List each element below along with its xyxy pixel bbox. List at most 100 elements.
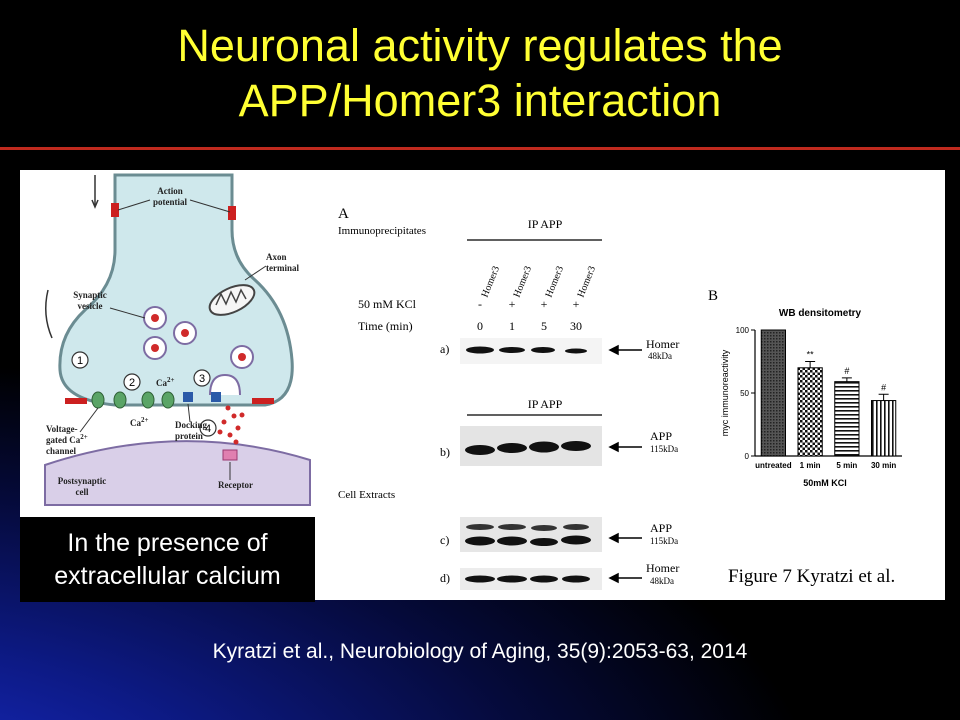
time-value: 30	[570, 319, 582, 333]
label-postsynaptic: Postsynaptic	[58, 476, 107, 486]
action-potential-mark	[111, 203, 119, 217]
lane-label: Homer3	[576, 265, 598, 300]
postsynaptic-cell	[44, 440, 311, 506]
chart-title: WB densitometry	[779, 308, 862, 319]
membrane-depolarization	[252, 398, 274, 404]
chart-category-label: untreated	[755, 461, 792, 470]
step-2: 2	[129, 377, 135, 389]
blot-name-c: APP	[650, 521, 672, 535]
neurotransmitter-dots	[151, 344, 159, 352]
chart-bar	[834, 381, 860, 457]
step-markers: 1 2 3 4	[71, 351, 217, 437]
label-postsynaptic-2: cell	[76, 487, 89, 497]
blot-kda-d: 48kDa	[650, 576, 674, 586]
ip-app-label-top: IP APP	[528, 217, 563, 231]
cell-extracts-label: Cell Extracts	[338, 489, 395, 501]
caption-line-1: In the presence of	[67, 529, 268, 557]
lane-label: Homer3	[512, 265, 534, 300]
chart-ylabel: myc immunoreactivity	[720, 349, 730, 436]
neurotransmitter-dots	[151, 314, 159, 322]
label-axon-terminal-2: terminal	[266, 263, 299, 273]
lane-labels: Homer3 Homer3 Homer3 Homer3	[480, 265, 598, 300]
chart-xlabel: 50mM KCl	[803, 478, 847, 488]
row-label-b: b)	[440, 445, 450, 459]
figure-caption: Figure 7 Kyratzi et al.	[728, 566, 895, 587]
blot-name-a: Homer	[646, 337, 679, 351]
arrow-icon	[45, 289, 53, 339]
blot-arrows	[608, 344, 642, 584]
vesicles	[143, 306, 254, 396]
label-vg-channel: Voltage-	[46, 424, 78, 434]
time-label: Time (min)	[358, 319, 413, 333]
released-neurotransmitter	[217, 405, 245, 445]
step-3: 3	[199, 373, 205, 385]
chart-bar	[870, 400, 897, 457]
densitometry-chart: WB densitometry myc immunoreactivity 50m…	[720, 308, 902, 488]
label-vg-channel-3: channel	[46, 446, 77, 456]
time-value: 0	[477, 319, 483, 333]
chart-annotation: #	[881, 382, 886, 392]
receptor-icon	[222, 449, 238, 461]
row-label-a: a)	[440, 342, 449, 356]
synapse-diagram: 1 2 3 4 Action potential Axon terminal S…	[44, 173, 311, 506]
chart-ytick-label: 0	[745, 452, 750, 461]
calcium-caption: In the presence of extracellular calcium	[20, 517, 315, 602]
chart-bar	[760, 329, 787, 457]
chart-bar	[797, 367, 823, 457]
label-docking-2: protein	[175, 431, 203, 441]
chart-ytick-label: 50	[740, 389, 749, 398]
mitochondrion-cristae	[215, 288, 247, 306]
neurotransmitter-dots	[181, 329, 189, 337]
voltage-gated-channels	[91, 391, 175, 409]
kcl-value: +	[573, 297, 580, 311]
docking-protein-icon	[183, 392, 193, 402]
figure-svg: 1 2 3 4 Action potential Axon terminal S…	[44, 173, 902, 590]
time-value: 1	[509, 319, 515, 333]
blot-kda-c: 115kDa	[650, 536, 678, 546]
title-line-1: Neuronal activity regulates the	[177, 20, 783, 71]
neurotransmitter-dots	[238, 353, 246, 361]
docking-protein-icon	[211, 392, 221, 402]
arrow-icon	[91, 199, 99, 209]
chart-annotation: #	[844, 366, 849, 376]
lane-label: Homer3	[544, 265, 566, 300]
blot-kda-b: 115kDa	[650, 444, 678, 454]
step-4: 4	[205, 423, 211, 435]
membrane-depolarization	[65, 398, 87, 404]
fusing-vesicle-icon	[209, 373, 241, 396]
chart-ytick-label: 100	[736, 326, 750, 335]
ip-app-label-mid: IP APP	[528, 397, 563, 411]
label-docking: Docking	[175, 420, 208, 430]
kcl-value: -	[478, 297, 482, 311]
chart-annotation: **	[807, 350, 815, 360]
label-action-potential-2: potential	[153, 197, 188, 207]
panel-b-label: B	[708, 288, 718, 304]
label-action-potential: Action	[157, 186, 183, 196]
title-line-2: APP/Homer3 interaction	[238, 75, 722, 126]
slide-title: Neuronal activity regulates the APP/Home…	[0, 18, 960, 128]
chart-category-label: 5 min	[836, 461, 857, 470]
kcl-value: +	[541, 297, 548, 311]
kcl-label: 50 mM KCl	[358, 297, 417, 311]
label-synaptic-vesicle-2: vesicle	[78, 301, 103, 311]
chart-category-label: 1 min	[800, 461, 821, 470]
western-blot-figure: A Immunoprecipitates IP APP Homer3 Homer…	[338, 206, 895, 590]
blot-kda-a: 48kDa	[648, 351, 672, 361]
blot-name-d: Homer	[646, 561, 679, 575]
title-divider	[0, 147, 960, 150]
axon-terminal	[58, 173, 294, 407]
lane-label: Homer3	[480, 265, 502, 300]
blot-name-b: APP	[650, 429, 672, 443]
action-potential-mark	[228, 206, 236, 220]
citation: Kyratzi et al., Neurobiology of Aging, 3…	[212, 640, 748, 663]
caption-line-2: extracellular calcium	[54, 562, 281, 590]
label-axon-terminal: Axon	[266, 252, 287, 262]
leader-lines	[79, 199, 267, 480]
blot-c	[460, 517, 602, 552]
label-vg-channel-2: gated Ca2+	[46, 433, 88, 445]
row-label-d: d)	[440, 571, 450, 585]
label-synaptic-vesicle: Synaptic	[73, 290, 107, 300]
panel-a-label: A	[338, 206, 349, 222]
immunoprecipitates-label: Immunoprecipitates	[338, 225, 426, 237]
step-1: 1	[77, 355, 83, 367]
